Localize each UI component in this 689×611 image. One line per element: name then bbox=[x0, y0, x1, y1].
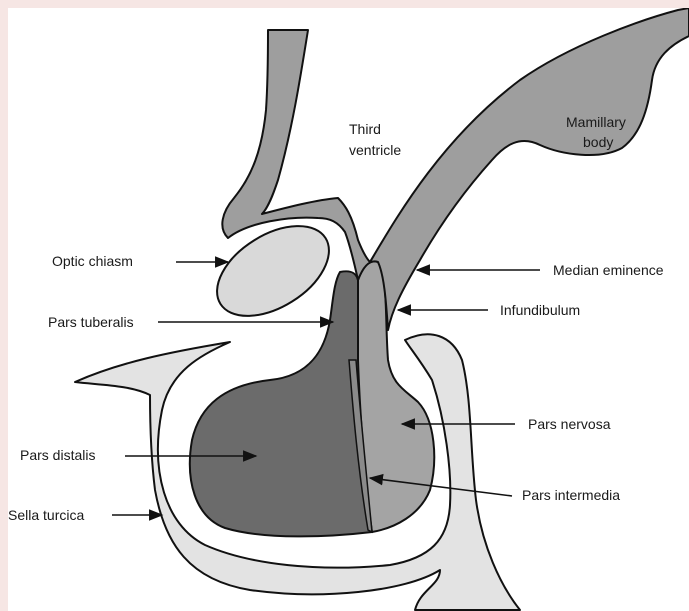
label-sella-turcica: Sella turcica bbox=[8, 507, 84, 523]
label-third-ventricle-2: ventricle bbox=[349, 142, 401, 158]
pars-distalis-shape bbox=[190, 271, 372, 536]
pituitary-anatomy-diagram: Third ventricle Mamillary body Optic chi… bbox=[8, 8, 689, 611]
label-mamillary-2: body bbox=[583, 134, 613, 150]
label-third-ventricle-1: Third bbox=[349, 121, 381, 137]
label-pars-tuberalis: Pars tuberalis bbox=[48, 314, 134, 330]
label-pars-intermedia: Pars intermedia bbox=[522, 487, 620, 503]
label-mamillary-1: Mamillary bbox=[566, 114, 626, 130]
label-pars-distalis: Pars distalis bbox=[20, 447, 95, 463]
label-median-eminence: Median eminence bbox=[553, 262, 664, 278]
diagram-canvas: Third ventricle Mamillary body Optic chi… bbox=[8, 8, 689, 611]
label-infundibulum: Infundibulum bbox=[500, 302, 580, 318]
label-optic-chiasm: Optic chiasm bbox=[52, 253, 133, 269]
label-pars-nervosa: Pars nervosa bbox=[528, 416, 611, 432]
